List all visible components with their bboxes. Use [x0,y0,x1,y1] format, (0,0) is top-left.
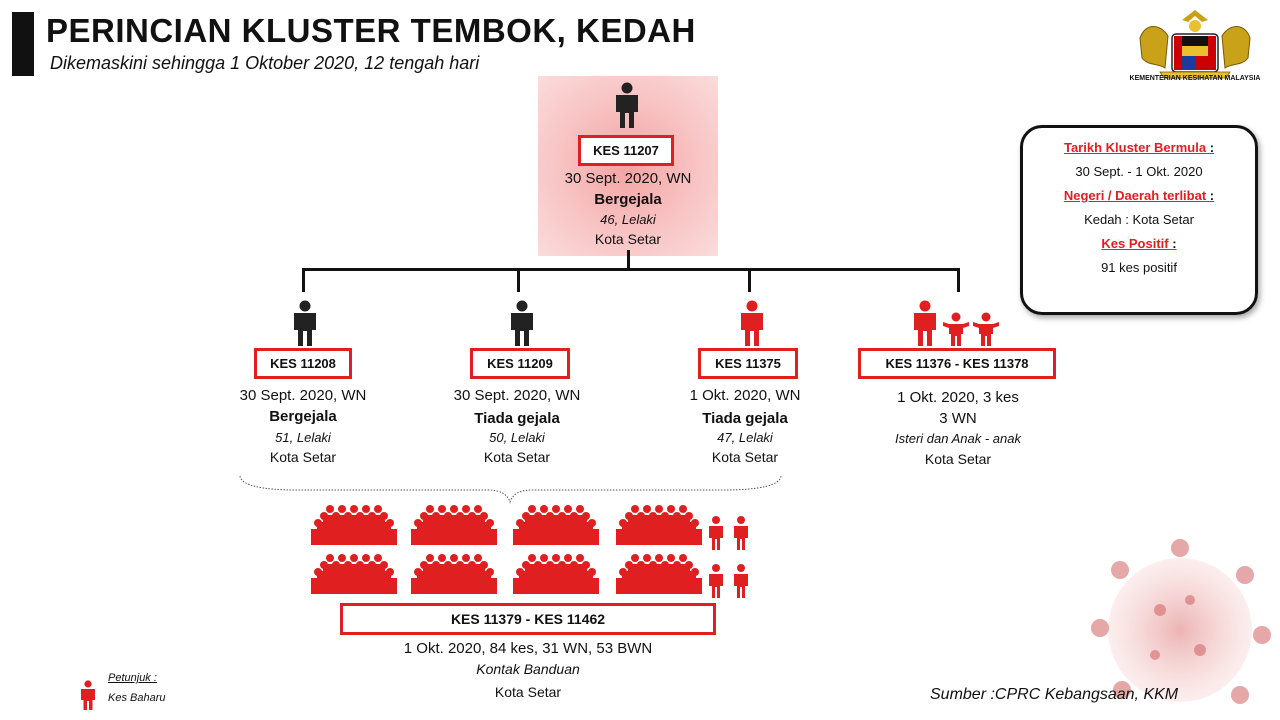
person-icon [294,300,316,346]
case-location: Kota Setar [711,449,779,465]
index-case-detail: 46, Lelaki [600,212,656,227]
case-id: KES 11208 [254,348,352,379]
connector-line [748,268,751,292]
case-detail: Isteri dan Anak - anak [895,431,1021,446]
index-case-id: KES 11207 [578,135,674,166]
logo-caption: KEMENTERIAN KESIHATAN MALAYSIA [1129,75,1261,82]
index-case-status: Bergejala [594,191,662,208]
legend-label: Kes Baharu [108,692,166,704]
crowd-icon [308,500,748,598]
new-case-child-icon [973,312,999,346]
connector-line [302,268,305,292]
person-icon [616,82,638,128]
grouping-brace [239,475,782,504]
connector-line [302,268,960,271]
case-date: 1 Okt. 2020, WN [689,387,801,404]
case-date: 30 Sept. 2020, WN [453,387,581,404]
case-id: KES 11376 - KES 11378 [858,348,1056,379]
coat-of-arms-icon [1139,10,1251,79]
legend-title: Petunjuk : [108,672,157,684]
cluster-region-label: Negeri / Daerah terlibat : [1063,188,1215,203]
title-accent-bar [12,12,34,76]
new-case-child-icon [943,312,969,346]
case-id: KES 11209 [470,348,570,379]
case-status: Tiada gejala [474,410,560,427]
legend-new-case-icon [81,680,95,710]
case-detail: 50, Lelaki [489,430,545,445]
new-case-person-icon [914,300,936,346]
cluster-start-value: 30 Sept. - 1 Okt. 2020 [1075,164,1203,179]
person-icon [511,300,533,346]
connector-line [957,268,960,292]
cluster-start-label: Tarikh Kluster Bermula : [1063,140,1215,155]
connector-line [517,268,520,292]
page-title: PERINCIAN KLUSTER TEMBOK, KEDAH [46,12,696,49]
cluster-positive-label: Kes Positif : [1101,236,1177,251]
case-status: Bergejala [269,408,337,425]
case-detail: 47, Lelaki [717,430,773,445]
cluster-region-value: Kedah : Kota Setar [1084,212,1194,227]
case-location: Kota Setar [483,449,551,465]
index-case-location: Kota Setar [594,231,662,247]
group-case-location: Kota Setar [494,684,562,700]
case-detail: 51, Lelaki [275,430,331,445]
case-location: Kota Setar [269,449,337,465]
case-id: KES 11375 [698,348,798,379]
source-credit: Sumber :CPRC Kebangsaan, KKM [930,686,1179,703]
connector-line [627,250,630,270]
case-location: Kota Setar [924,451,992,467]
page-subtitle: Dikemaskini sehingga 1 Oktober 2020, 12 … [50,53,480,73]
case-date: 30 Sept. 2020, WN [239,387,367,404]
group-case-id: KES 11379 - KES 11462 [340,603,716,635]
group-case-summary: 1 Okt. 2020, 84 kes, 31 WN, 53 BWN [403,640,653,657]
case-date: 1 Okt. 2020, 3 kes [897,389,1019,406]
new-case-person-icon [741,300,763,346]
cluster-info-box: Tarikh Kluster Bermula : 30 Sept. - 1 Ok… [1020,125,1258,315]
cluster-positive-value: 91 kes positif [1101,260,1177,275]
case-nationality: 3 WN [939,410,977,427]
virus-decoration-icon [1091,539,1271,704]
group-case-detail: Kontak Banduan [476,661,580,677]
index-case-date: 30 Sept. 2020, WN [564,170,692,187]
case-status: Tiada gejala [702,410,788,427]
